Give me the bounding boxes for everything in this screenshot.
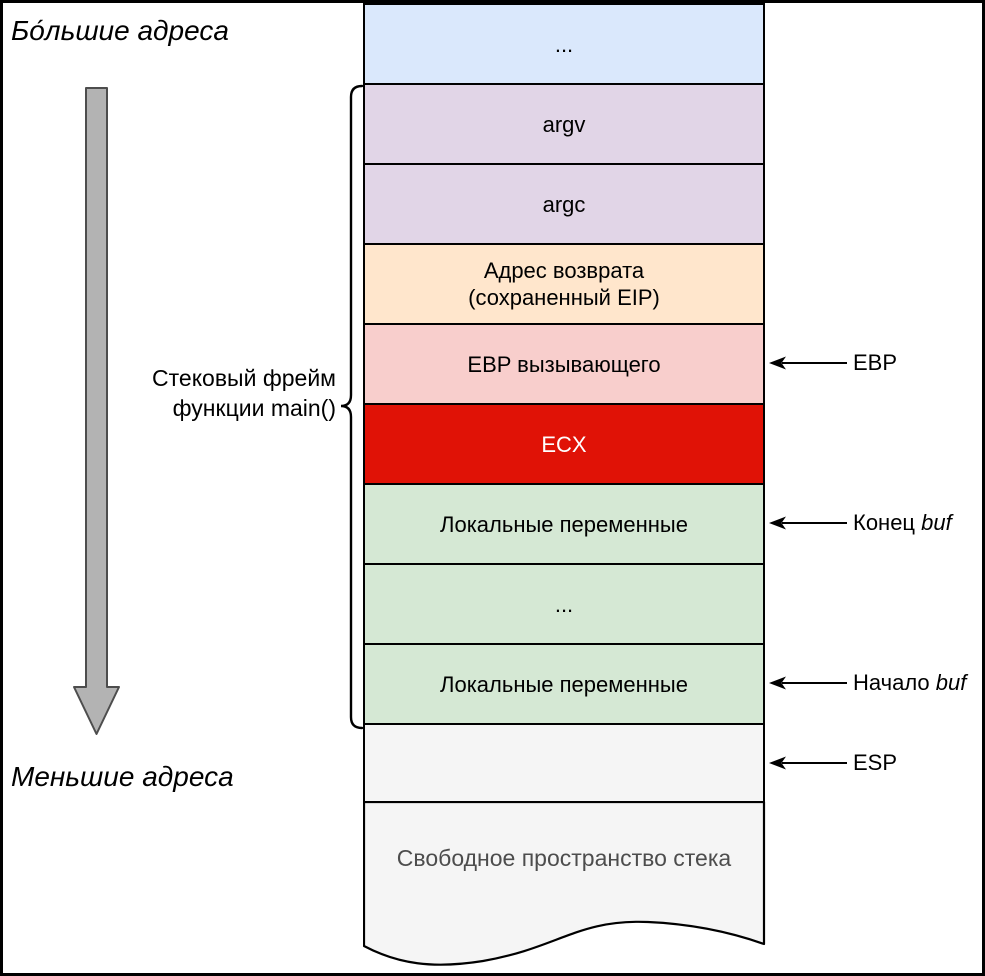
stack-box-label: ECX xyxy=(541,431,587,457)
higher-addresses-label: Бо́льшие адреса xyxy=(11,15,229,46)
left-arrow-icon xyxy=(769,756,847,770)
stack-box-label: ... xyxy=(554,31,574,57)
stack-box-esp-slot xyxy=(363,723,765,805)
pointer-start-buf: Начало buf xyxy=(768,669,966,697)
stack-box-label: argv xyxy=(542,111,586,137)
stack-box-saved-ebp: EBP вызывающего xyxy=(363,323,765,405)
stack-box-label: ... xyxy=(554,591,574,617)
stack-box-free-space xyxy=(363,801,766,966)
stack-frame-label: Стековый фрейм функции main() xyxy=(103,363,336,423)
pointer-end-buf: Конец buf xyxy=(768,509,952,537)
stack-frame-label-line1: Стековый фрейм xyxy=(152,365,336,391)
stack-box-label: argc xyxy=(542,191,586,217)
stack-box-argc: argc xyxy=(363,163,765,245)
pointer-label: ESP xyxy=(853,750,898,775)
stack-box-local-vars-start: Локальные переменные xyxy=(363,643,765,725)
lower-addresses-label: Меньшие адреса xyxy=(11,761,234,792)
pointer-label: Начало buf xyxy=(853,670,967,695)
stack-frame-label-line2: функции main() xyxy=(172,395,336,421)
free-space-label: Свободное пространство стека xyxy=(396,845,732,871)
pointer-ebp: EBP xyxy=(768,349,897,377)
stack-box-ellipsis-middle: ... xyxy=(363,563,765,645)
stack-box-label: Локальные переменные xyxy=(440,671,688,697)
left-arrow-icon xyxy=(769,516,847,530)
left-arrow-icon xyxy=(769,676,847,690)
stack-frame-brace-icon xyxy=(340,84,364,730)
pointer-label: EBP xyxy=(853,350,898,375)
stack-box-ellipsis-top: ... xyxy=(363,3,765,85)
stack-box-label: EBP вызывающего xyxy=(467,351,661,377)
stack-box-ecx: ECX xyxy=(363,403,765,485)
pointer-esp: ESP xyxy=(768,749,897,777)
memory-stack: ... argv argc Адрес возврата (сохраненны… xyxy=(363,3,765,805)
left-arrow-icon xyxy=(769,356,847,370)
stack-box-argv: argv xyxy=(363,83,765,165)
stack-box-label: Адрес возврата (сохраненный EIP) xyxy=(468,258,660,310)
stack-box-label: Локальные переменные xyxy=(440,511,688,537)
stack-box-return-address: Адрес возврата (сохраненный EIP) xyxy=(363,243,765,325)
stack-box-local-vars-end: Локальные переменные xyxy=(363,483,765,565)
pointer-label: Конец buf xyxy=(853,510,952,535)
address-direction-down-arrow-icon xyxy=(73,87,120,735)
